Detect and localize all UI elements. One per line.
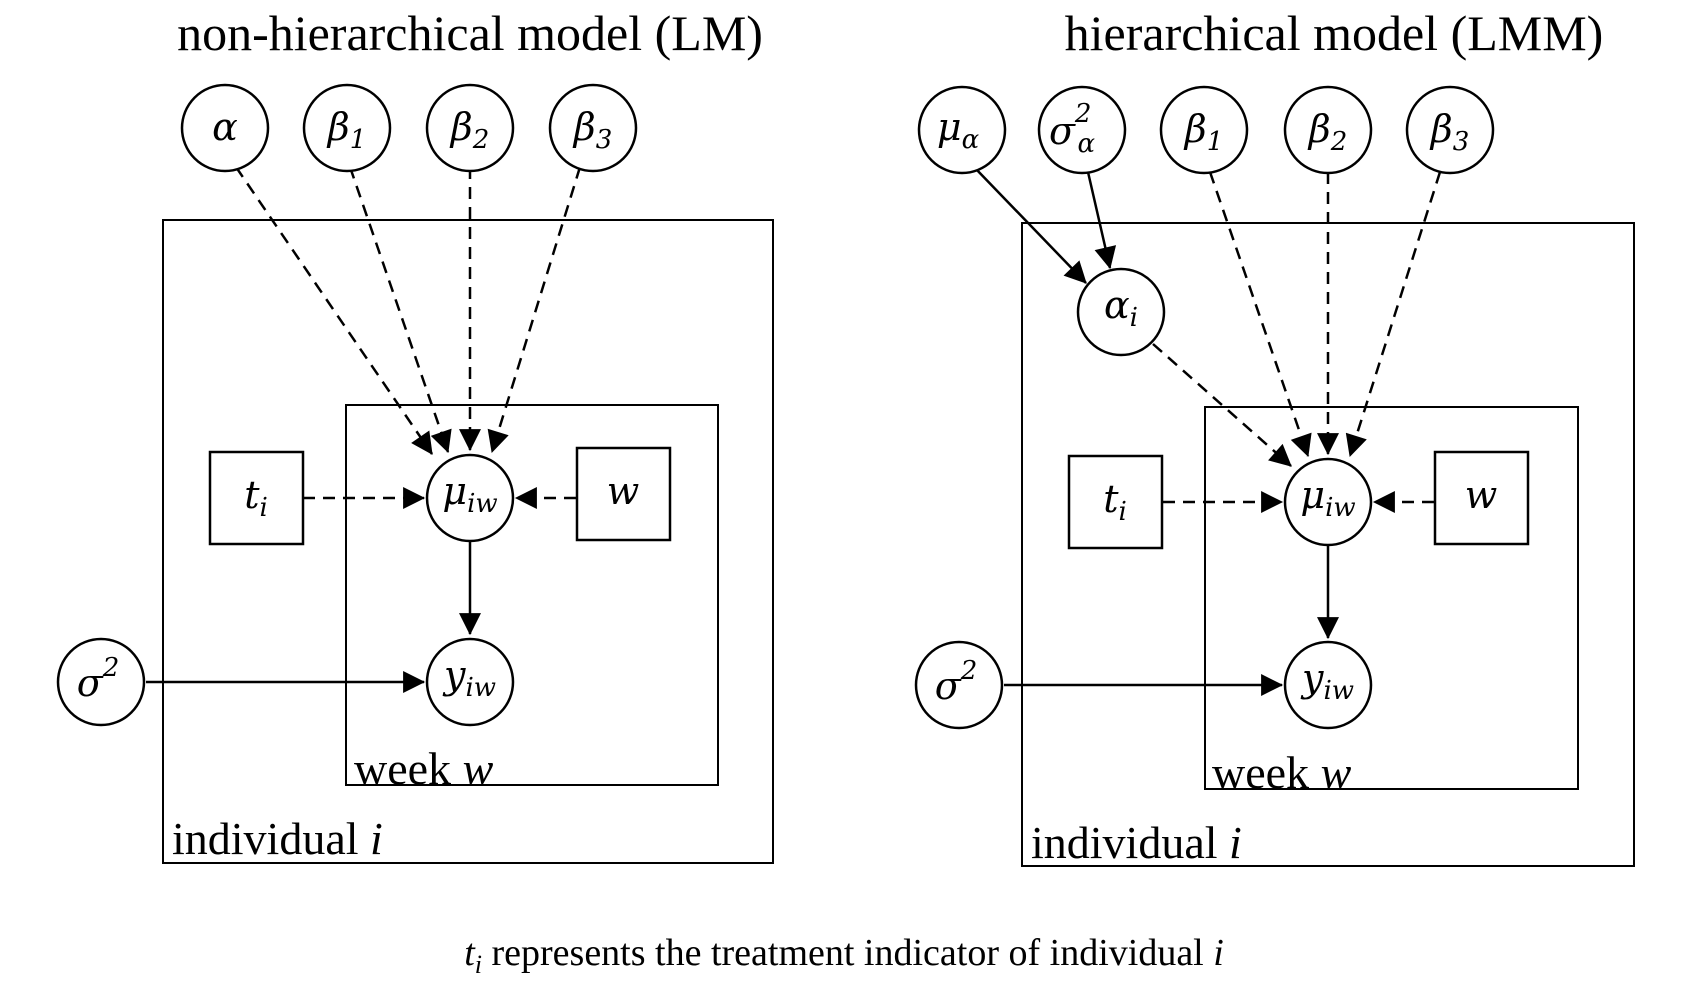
node-alpha-i: αi bbox=[1076, 267, 1166, 357]
node-mu-lmm: μiw bbox=[1283, 457, 1373, 547]
svg-text:yiw: yiw bbox=[442, 653, 496, 703]
node-beta2-lmm: β2 bbox=[1283, 85, 1373, 175]
plate-label-week-lm: week w bbox=[354, 743, 494, 794]
node-beta3-lm: β3 bbox=[548, 83, 638, 173]
node-y-lmm: yiw bbox=[1283, 640, 1373, 730]
svg-text:σ2: σ2 bbox=[935, 656, 978, 708]
plate-label-individual-lmm: individual i bbox=[1031, 817, 1242, 868]
plate-week-lmm bbox=[1204, 406, 1579, 790]
caption: ti represents the treatment indicator of… bbox=[464, 932, 1224, 979]
svg-text:w: w bbox=[607, 469, 640, 513]
node-alpha-lm: α bbox=[180, 83, 270, 173]
edge-alphai-mu bbox=[1152, 343, 1292, 467]
node-mu-alpha: μα bbox=[917, 85, 1007, 175]
node-sigma-lm: σ2 bbox=[56, 637, 146, 727]
node-beta1-lmm: β1 bbox=[1159, 85, 1249, 175]
node-y-lm: yiw bbox=[425, 637, 515, 727]
edge-beta3-mu-lmm bbox=[1345, 171, 1442, 458]
node-t-lm: ti bbox=[208, 450, 305, 546]
edge-beta3-mu-lm bbox=[487, 166, 582, 454]
svg-text:μiw: μiw bbox=[1300, 473, 1355, 523]
node-alpha-lm-label: α bbox=[212, 105, 238, 149]
svg-text:β3: β3 bbox=[1429, 107, 1470, 157]
svg-text:ti: ti bbox=[244, 473, 268, 523]
panel-lm: non-hierarchical model (LM) individual i… bbox=[56, 5, 774, 864]
edge-beta1-mu-lmm bbox=[1208, 171, 1312, 458]
svg-text:μiw: μiw bbox=[442, 469, 497, 519]
svg-text:β2: β2 bbox=[449, 105, 490, 155]
svg-text:μα: μα bbox=[937, 105, 980, 155]
svg-text:αi: αi bbox=[1104, 283, 1138, 333]
panel-lmm: hierarchical model (LMM) individual i we… bbox=[914, 5, 1635, 868]
edge-beta1-mu-lm bbox=[348, 166, 452, 454]
panel-title-lmm: hierarchical model (LMM) bbox=[1065, 5, 1604, 61]
svg-text:β1: β1 bbox=[1183, 107, 1224, 157]
panel-title-lm: non-hierarchical model (LM) bbox=[177, 5, 763, 61]
svg-text:σ2: σ2 bbox=[77, 653, 120, 705]
plate-individual-lm bbox=[162, 219, 774, 864]
svg-text:w: w bbox=[1465, 473, 1498, 517]
edge-alpha-mu-lm bbox=[234, 166, 434, 455]
node-beta1-lm: β1 bbox=[302, 83, 392, 173]
svg-text:β3: β3 bbox=[572, 105, 613, 155]
svg-text:β2: β2 bbox=[1307, 107, 1348, 157]
plate-label-individual-lm: individual i bbox=[172, 813, 383, 864]
node-beta3-lmm: β3 bbox=[1405, 85, 1495, 175]
node-w-lmm: w bbox=[1433, 450, 1530, 546]
node-sigma-lmm: σ2 bbox=[914, 640, 1004, 730]
svg-text:ti: ti bbox=[1103, 477, 1127, 527]
svg-text:σ2α: σ2α bbox=[1049, 99, 1096, 159]
node-beta2-lm: β2 bbox=[425, 83, 515, 173]
node-t-lmm: ti bbox=[1067, 454, 1164, 550]
node-mu-lm: μiw bbox=[425, 453, 515, 543]
plate-label-week-lmm: week w bbox=[1212, 747, 1352, 798]
node-w-lm: w bbox=[575, 446, 672, 542]
svg-text:β1: β1 bbox=[326, 105, 367, 155]
plate-week-lm bbox=[345, 404, 719, 786]
edge-mualpha-alphai bbox=[974, 167, 1087, 284]
svg-text:yiw: yiw bbox=[1300, 656, 1354, 706]
edge-sigmaalpha-alphai bbox=[1086, 171, 1117, 270]
